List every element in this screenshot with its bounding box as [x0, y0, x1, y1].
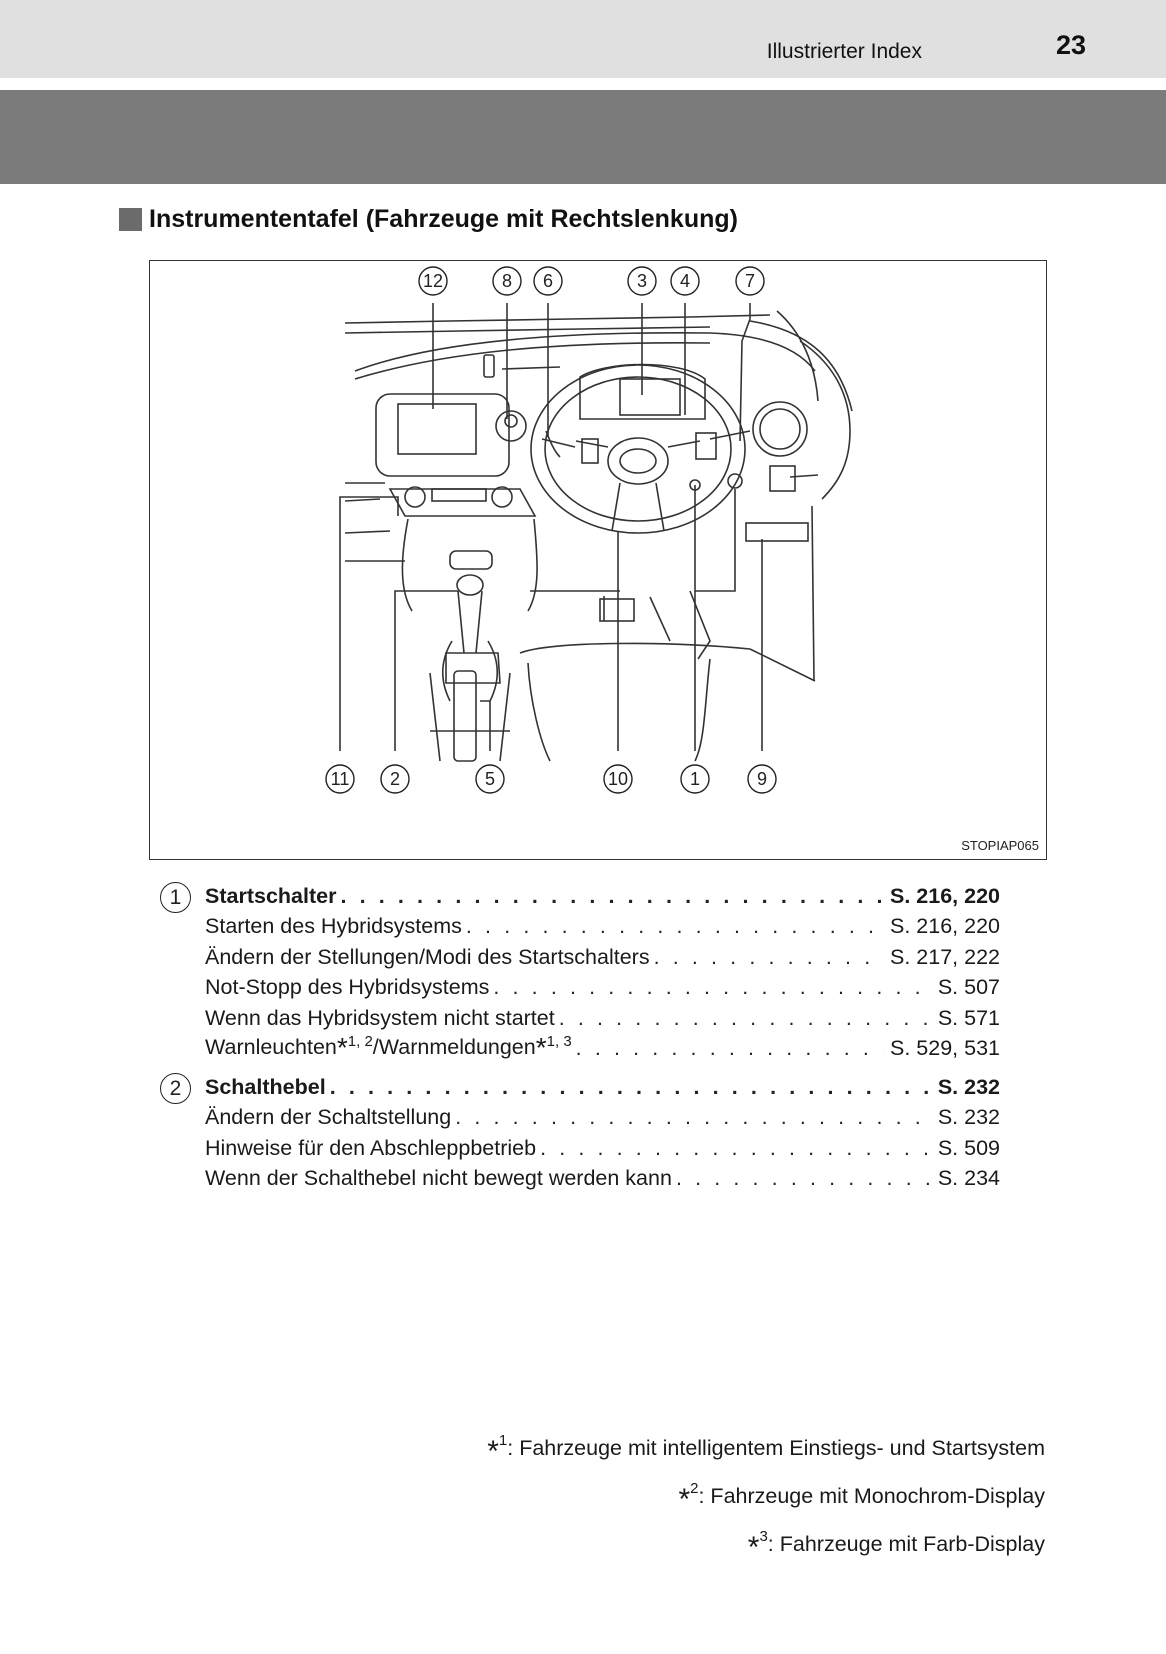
- dashboard-illustration: 12 8 6 3 4 7 11 2 5 10 1 9 STOPIAP065: [149, 260, 1047, 860]
- callout-label: 10: [608, 769, 628, 789]
- chapter-band: [0, 90, 1166, 184]
- footnote-2: *2: Fahrzeuge mit Monochrom-Display: [487, 1470, 1045, 1518]
- footnote-star: *: [747, 1531, 760, 1564]
- callout-label: 11: [331, 769, 350, 789]
- entry-label: Wenn das Hybridsystem nicht startet: [205, 1005, 555, 1030]
- callout-label: 5: [485, 769, 495, 789]
- entry-label: Wenn der Schalthebel nicht bewegt werden…: [205, 1166, 672, 1190]
- callout-label: 7: [745, 271, 755, 291]
- footnote-number: 1: [498, 1432, 508, 1449]
- label-part: Warnleuchten: [205, 1035, 337, 1059]
- leader-dots: [654, 942, 884, 972]
- page-ref: S. 232: [937, 1105, 1000, 1129]
- callout-label: 2: [390, 769, 400, 789]
- footnote-3: *3: Fahrzeuge mit Farb-Display: [487, 1518, 1045, 1566]
- entry-label: Ändern der Stellungen/Modi des Startscha…: [205, 944, 650, 969]
- entry-label: Startschalter: [205, 883, 337, 908]
- entry-sub-row: Ändern der Schaltstellung S. 232: [205, 1102, 1000, 1133]
- entry-sub-row: Ändern der Stellungen/Modi des Startscha…: [205, 941, 1000, 972]
- callout-label: 6: [543, 271, 553, 291]
- index-entries: 1 Startschalter S. 216, 220 Starten des …: [160, 880, 1000, 1201]
- leader-dots: [676, 1163, 932, 1193]
- callout-top: [418, 266, 765, 296]
- page-ref: S. 507: [937, 975, 1000, 999]
- callout-label: 4: [680, 271, 690, 291]
- header-band: [0, 0, 1166, 78]
- callout-label: 12: [423, 271, 443, 291]
- entry-sub-row: Hinweise für den Abschleppbetrieb S. 509: [205, 1132, 1000, 1163]
- dashboard-drawing: 12 8 6 3 4 7 11 2 5 10 1 9: [325, 266, 853, 794]
- callout-label: 9: [757, 769, 767, 789]
- entry-schalthebel: 2 Schalthebel S. 232 Ändern der Schaltst…: [160, 1071, 1000, 1193]
- callout-bottom: [325, 764, 777, 794]
- entry-sub-row: Starten des Hybridsystems S. 216, 220: [205, 911, 1000, 942]
- footnote-ref: 1, 3: [546, 1033, 572, 1050]
- entry-sub-row: Warnleuchten*1, 2/Warnmeldungen*1, 3 S. …: [205, 1033, 1000, 1064]
- leader-dots: [466, 911, 884, 941]
- figure-code: STOPIAP065: [961, 838, 1039, 853]
- footnote-text: : Fahrzeuge mit Monochrom-Display: [698, 1484, 1045, 1508]
- label-part: /Warnmeldungen: [372, 1035, 536, 1059]
- running-title: Illustrierter Index: [766, 40, 922, 63]
- section-marker-icon: [119, 208, 142, 231]
- entry-startschalter: 1 Startschalter S. 216, 220 Starten des …: [160, 880, 1000, 1063]
- entry-label: Schalthebel: [205, 1074, 326, 1099]
- entry-label: Not-Stopp des Hybridsystems: [205, 975, 490, 999]
- page-ref: S. 216, 220: [890, 883, 1000, 908]
- section-heading: Instrumententafel (Fahrzeuge mit Rechtsl…: [119, 205, 738, 234]
- entry-number: 2: [160, 1073, 191, 1104]
- footnote-ref: 1, 2: [347, 1033, 373, 1050]
- page-number: 23: [1055, 30, 1086, 60]
- entry-sub-row: Wenn das Hybridsystem nicht startet S. 5…: [205, 1002, 1000, 1033]
- page-ref: S. 232: [937, 1074, 1000, 1099]
- footnote-number: 2: [690, 1480, 699, 1497]
- page-ref: S. 216, 220: [890, 914, 1000, 938]
- footnote-star: *: [678, 1483, 691, 1516]
- leader-dots: [340, 881, 884, 911]
- footnote-text: : Fahrzeuge mit intelligentem Einstiegs-…: [507, 1436, 1045, 1460]
- footnotes: *1: Fahrzeuge mit intelligentem Einstieg…: [487, 1422, 1045, 1566]
- page-ref: S. 509: [937, 1135, 1000, 1160]
- footnote-star: *: [336, 1032, 348, 1063]
- leader-dots: [576, 1033, 884, 1063]
- entry-label: Ändern der Schaltstellung: [205, 1105, 452, 1129]
- leader-dots: [540, 1133, 932, 1163]
- entry-number: 1: [160, 882, 191, 913]
- footnote-star: *: [535, 1032, 547, 1063]
- page-ref: S. 234: [937, 1166, 1000, 1190]
- section-title: Instrumententafel (Fahrzeuge mit Rechtsl…: [149, 205, 738, 233]
- callout-label: 3: [637, 271, 647, 291]
- page-ref: S. 529, 531: [890, 1036, 1000, 1060]
- footnote-star: *: [487, 1435, 499, 1468]
- entry-label: Hinweise für den Abschleppbetrieb: [205, 1135, 537, 1160]
- page-ref: S. 217, 222: [890, 944, 1000, 969]
- callout-label: 1: [690, 769, 700, 789]
- page-ref: S. 571: [937, 1005, 1000, 1030]
- entry-label-with-footnotes: Warnleuchten*1, 2/Warnmeldungen*1, 3: [205, 1027, 576, 1063]
- footnote-1: *1: Fahrzeuge mit intelligentem Einstieg…: [487, 1422, 1045, 1470]
- leader-dots: [493, 972, 931, 1002]
- entry-sub-row: Not-Stopp des Hybridsystems S. 507: [205, 972, 1000, 1003]
- leader-dots: [559, 1003, 932, 1033]
- entry-label: Starten des Hybridsystems: [205, 914, 462, 938]
- leader-dots: [330, 1072, 932, 1102]
- callout-label: 8: [502, 271, 512, 291]
- entry-sub-row: Wenn der Schalthebel nicht bewegt werden…: [205, 1163, 1000, 1194]
- footnote-text: : Fahrzeuge mit Farb-Display: [767, 1532, 1045, 1556]
- leader-dots: [455, 1102, 932, 1132]
- entry-main-row: Schalthebel S. 232: [205, 1071, 1000, 1102]
- footnote-number: 3: [759, 1528, 768, 1545]
- entry-main-row: Startschalter S. 216, 220: [205, 880, 1000, 911]
